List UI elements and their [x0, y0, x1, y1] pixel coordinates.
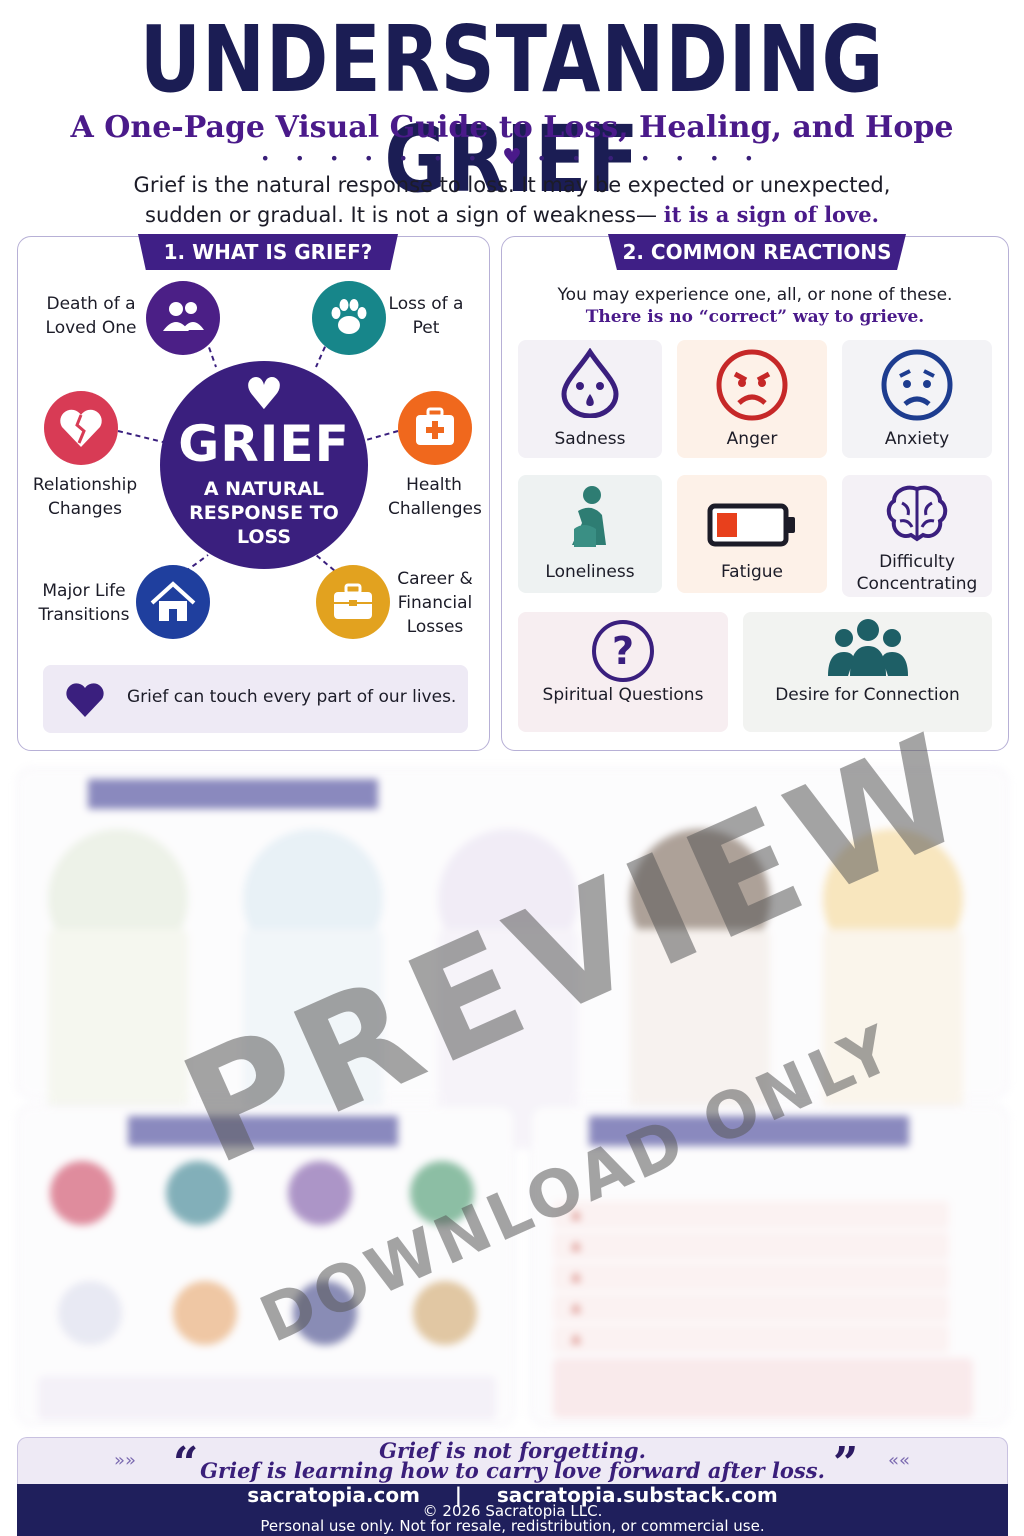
page-subtitle: A One-Page Visual Guide to Loss, Healing… — [70, 110, 954, 145]
tile-anxiety: Anxiety — [842, 340, 992, 458]
open-quote-icon: “ — [173, 1438, 199, 1489]
footer-substack-link[interactable]: sacratopia.substack.com — [496, 1483, 778, 1507]
common-reactions-card: 2. COMMON REACTIONS You may experience o… — [501, 234, 1009, 751]
hub-subtitle: A NATURAL RESPONSE TO LOSS — [189, 478, 339, 548]
tile-anger: Anger — [677, 340, 827, 458]
what-is-grief-tab: 1. WHAT IS GRIEF? — [138, 234, 398, 270]
footer-copyright: © 2026 Sacratopia LLC. — [422, 1502, 603, 1520]
node-label-health: Health Challenges — [388, 475, 482, 519]
footer-terms: Personal use only. Not for resale, redis… — [260, 1517, 765, 1535]
intro-text: Grief is the natural response to loss. I… — [60, 170, 964, 230]
close-quote-icon: ” — [833, 1438, 859, 1489]
intro-emphasis: it is a sign of love. — [663, 202, 879, 227]
house-icon — [136, 565, 210, 639]
reactions-lead-emphasis: There is no “correct” way to grieve. — [585, 307, 925, 327]
hub-title: GRIEF — [178, 415, 350, 473]
tile-difficulty-concentrating: Difficulty Concentrating — [842, 475, 992, 597]
heart-icon: ♥ — [502, 145, 522, 170]
low-battery-icon — [707, 503, 795, 547]
tile-label-connection: Desire for Connection — [775, 685, 960, 705]
quote-banner: »» “ Grief is not forgetting. Grief is l… — [17, 1437, 1008, 1487]
svg-text:?: ? — [612, 629, 634, 673]
tile-fatigue: Fatigue — [677, 475, 827, 593]
node-label-pet: Loss of a Pet — [388, 294, 464, 338]
blurred-cope-card — [17, 1105, 515, 1425]
tile-label-anger: Anger — [726, 429, 778, 449]
tile-label-fatigue: Fatigue — [720, 562, 784, 582]
what-is-grief-card: 1. WHAT IS GRIEF? ♥ GRIEF A NATURAL RESP… — [17, 234, 490, 751]
brain-icon — [886, 485, 948, 542]
decorative-arrow-icon: »» — [114, 1450, 137, 1471]
decorative-arrow-icon: «« — [888, 1450, 911, 1471]
lonely-person-icon — [572, 486, 606, 547]
briefcase-icon — [316, 565, 390, 639]
group-icon — [827, 619, 908, 676]
hub-heart-icon: ♥ — [244, 369, 284, 420]
tile-desire-connection: Desire for Connection — [743, 612, 992, 732]
tile-label-anxiety: Anxiety — [884, 429, 950, 449]
page-title: UNDERSTANDING GRIEF — [139, 6, 885, 213]
tile-spiritual-questions: ? Spiritual Questions — [518, 612, 728, 732]
tile-sadness: Sadness — [518, 340, 662, 458]
reactions-lead: You may experience one, all, or none of … — [557, 285, 953, 305]
question-icon: ? — [592, 620, 654, 682]
heart-icon — [66, 683, 104, 717]
spoke-lines — [117, 321, 399, 583]
blurred-tab — [128, 1116, 398, 1146]
quote-line-1: Grief is not forgetting. — [379, 1438, 646, 1463]
footer-site-link[interactable]: sacratopia.com — [247, 1483, 420, 1507]
intro-line-1: Grief is the natural response to loss. I… — [133, 173, 891, 197]
footer-links: sacratopia.com | sacratopia.substack.com — [17, 1484, 1008, 1506]
tile-label-spiritual: Spiritual Questions — [542, 685, 704, 705]
node-label-career: Career & Financial Losses — [397, 569, 473, 637]
broken-heart-icon — [44, 391, 118, 465]
angry-face-icon — [716, 349, 788, 421]
teardrop-icon — [561, 348, 619, 418]
tile-label-sadness: Sadness — [554, 429, 626, 449]
first-aid-icon — [398, 391, 472, 465]
people-icon — [146, 281, 220, 355]
divider: • • • • • • • ♥ • • • • • • • — [260, 145, 764, 170]
blurred-tab — [589, 1116, 909, 1146]
common-reactions-tab: 2. COMMON REACTIONS — [608, 234, 906, 270]
tile-label-loneliness: Loneliness — [545, 562, 635, 582]
tile-label-difficulty: Difficulty Concentrating — [856, 552, 978, 594]
quote-line-2: Grief is learning how to carry love forw… — [200, 1458, 825, 1483]
blurred-help-card — [530, 1105, 1008, 1425]
tile-loneliness: Loneliness — [518, 475, 662, 593]
blurred-tab — [88, 779, 378, 809]
grief-note-text: Grief can touch every part of our lives. — [127, 687, 457, 707]
node-label-death: Death of a Loved One — [45, 294, 137, 338]
node-label-relationship: Relationship Changes — [32, 475, 138, 519]
blurred-preview-region — [0, 760, 1024, 1432]
worried-face-icon — [881, 349, 953, 421]
footer-separator: | — [454, 1483, 463, 1507]
footer: sacratopia.com | sacratopia.substack.com… — [17, 1484, 1008, 1536]
node-label-transitions: Major Life Transitions — [38, 581, 130, 625]
paw-icon — [312, 281, 386, 355]
grief-hub: ♥ GRIEF A NATURAL RESPONSE TO LOSS — [160, 361, 368, 569]
intro-line-2: sudden or gradual. It is not a sign of w… — [145, 203, 657, 227]
grief-note: Grief can touch every part of our lives. — [43, 665, 468, 733]
